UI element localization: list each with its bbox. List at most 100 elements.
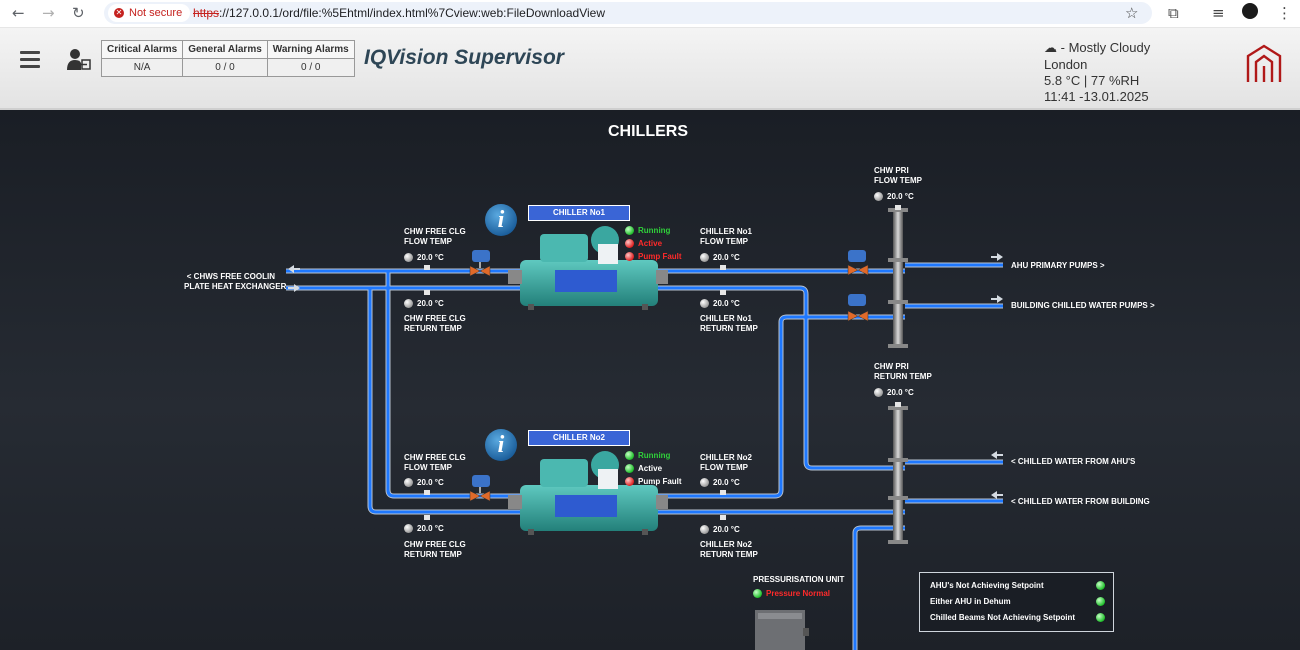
chiller-1-return-temp[interactable]: 20.0 °C <box>700 299 740 309</box>
temp-value: 20.0 °C <box>713 478 740 487</box>
chiller-2-title[interactable]: CHILLER No2 <box>528 430 630 446</box>
sensor-dot-icon <box>700 525 709 535</box>
label-line: CHILLER No1 <box>700 227 752 236</box>
critical-alarms-header[interactable]: Critical Alarms <box>100 40 184 59</box>
chiller-2-unit[interactable] <box>508 451 668 535</box>
chiller-2-active: Active <box>625 462 682 475</box>
chiller-2-running: Running <box>625 449 682 462</box>
pressurisation-unit[interactable] <box>755 610 809 650</box>
valve-ahu-primary[interactable] <box>847 250 869 276</box>
chilled-water-from-ahus-link[interactable]: < CHILLED WATER FROM AHU'S <box>1011 457 1136 466</box>
chiller-2-info-icon[interactable]: i <box>485 429 517 461</box>
label-line: RETURN TEMP <box>404 550 462 559</box>
valve-chiller-2[interactable] <box>469 475 491 502</box>
chiller-2-running-label: Running <box>638 451 671 460</box>
chiller-1-pump-fault-label: Pump Fault <box>638 252 682 261</box>
sensor-dot-icon <box>404 524 413 534</box>
browser-toolbar: ← → ↻ ✕ Not secure https://127.0.0.1/ord… <box>0 0 1300 28</box>
chiller-1-flow-temp[interactable]: 20.0 °C <box>700 253 740 263</box>
temp-value: 20.0 °C <box>713 253 740 262</box>
cloudy-weather-icon: ☁ <box>1044 41 1057 56</box>
temp-value: 20.0 °C <box>417 524 444 533</box>
chiller-1-free-return-temp[interactable]: 20.0 °C <box>404 299 444 309</box>
label-line: CHW PRI <box>874 362 909 371</box>
pri-flow-temp[interactable]: 20.0 °C <box>874 192 914 202</box>
label-line: FLOW TEMP <box>404 463 452 472</box>
ahu-primary-pumps-link[interactable]: AHU PRIMARY PUMPS > <box>1011 261 1105 270</box>
flow-header <box>888 208 908 348</box>
general-alarms-value: 0 / 0 <box>182 58 268 77</box>
chiller-2-free-flow-temp[interactable]: 20.0 °C <box>404 478 444 488</box>
status-dot-icon <box>625 451 634 461</box>
building-chw-pumps-link[interactable]: BUILDING CHILLED WATER PUMPS > <box>1011 301 1155 310</box>
extensions-icon[interactable]: ⧉ <box>1168 4 1179 22</box>
hamburger-menu-icon[interactable] <box>20 51 40 72</box>
label-line: FLOW TEMP <box>700 463 748 472</box>
valve-building-chw[interactable] <box>847 294 869 322</box>
status-dot-icon <box>625 464 634 474</box>
chillers-graphic-panel: CHILLERS < CHWS FREE COOLIN PLATE HEAT E… <box>0 110 1300 650</box>
forward-arrow-icon[interactable]: → <box>42 4 55 22</box>
temp-value: 20.0 °C <box>887 388 914 397</box>
reload-icon[interactable]: ↻ <box>72 4 85 22</box>
chiller-1-pump-fault: Pump Fault <box>625 250 682 263</box>
sensor-dot-icon <box>700 478 709 488</box>
chilled-water-from-building-link[interactable]: < CHILLED WATER FROM BUILDING <box>1011 497 1150 506</box>
label-line: RETURN TEMP <box>700 550 758 559</box>
app-title: IQVision Supervisor <box>364 46 564 69</box>
critical-alarms-value: N/A <box>100 58 184 77</box>
site-security-badge[interactable]: ✕ Not secure <box>108 4 191 22</box>
label-line: CHW PRI <box>874 166 909 175</box>
chiller-1-info-icon[interactable]: i <box>485 204 517 236</box>
bookmark-star-icon[interactable]: ☆ <box>1125 4 1139 22</box>
temp-value: 20.0 °C <box>887 192 914 201</box>
status-dot-icon <box>625 477 634 487</box>
chiller-1-free-flow-temp[interactable]: 20.0 °C <box>404 253 444 263</box>
status-dot-icon <box>625 226 634 236</box>
url-text[interactable]: https://127.0.0.1/ord/file:%5Ehtml/index… <box>193 6 605 20</box>
chiller-1-active-label: Active <box>638 239 663 248</box>
sensor-dot-icon <box>874 388 883 398</box>
chiller-2-free-return-temp[interactable]: 20.0 °C <box>404 524 444 534</box>
alarm-summary-table: Critical Alarms General Alarms Warning A… <box>100 40 355 77</box>
sensor-dot-icon <box>404 299 413 309</box>
pri-return-temp[interactable]: 20.0 °C <box>874 388 914 398</box>
pipework-diagram <box>286 205 1003 650</box>
label-line: CHILLER No2 <box>700 540 752 549</box>
browser-menu-icon[interactable]: ⋮ <box>1277 4 1292 22</box>
user-logout-icon[interactable] <box>66 48 92 72</box>
chiller-2-return-temp[interactable]: 20.0 °C <box>700 525 740 535</box>
sensor-dot-icon <box>404 253 413 263</box>
temp-value: 20.0 °C <box>713 299 740 308</box>
warning-alarms-header[interactable]: Warning Alarms <box>266 40 355 59</box>
address-bar[interactable] <box>104 2 1152 24</box>
free-cooling-label-line-2: PLATE HEAT EXCHANGER <box>184 282 287 291</box>
chiller-2-active-label: Active <box>638 464 663 473</box>
chiller-1-status-list: Running Active Pump Fault <box>625 224 682 263</box>
media-controls-icon[interactable]: ≡ <box>1212 4 1225 22</box>
label-line: CHILLER No1 <box>700 314 752 323</box>
chiller-1-title[interactable]: CHILLER No1 <box>528 205 630 221</box>
status-dot-icon <box>625 239 634 249</box>
chiller-2-flow-temp[interactable]: 20.0 °C <box>700 478 740 488</box>
chiller-1-unit[interactable] <box>508 226 668 310</box>
status-dot-icon <box>625 252 634 262</box>
chiller-1-running: Running <box>625 224 682 237</box>
temp-value: 20.0 °C <box>417 478 444 487</box>
weather-readings: 5.8 °C | 77 %RH <box>1044 73 1140 88</box>
profile-avatar-icon[interactable] <box>1242 3 1258 19</box>
general-alarms-header[interactable]: General Alarms <box>182 40 268 59</box>
label-line: CHILLER No2 <box>700 453 752 462</box>
valve-chiller-1[interactable] <box>469 250 491 277</box>
label-line: RETURN TEMP <box>874 372 932 381</box>
chiller-1-active: Active <box>625 237 682 250</box>
back-arrow-icon[interactable]: ← <box>12 4 25 22</box>
alert-chilled-beams: Chilled Beams Not Achieving Setpoint <box>930 613 1076 622</box>
